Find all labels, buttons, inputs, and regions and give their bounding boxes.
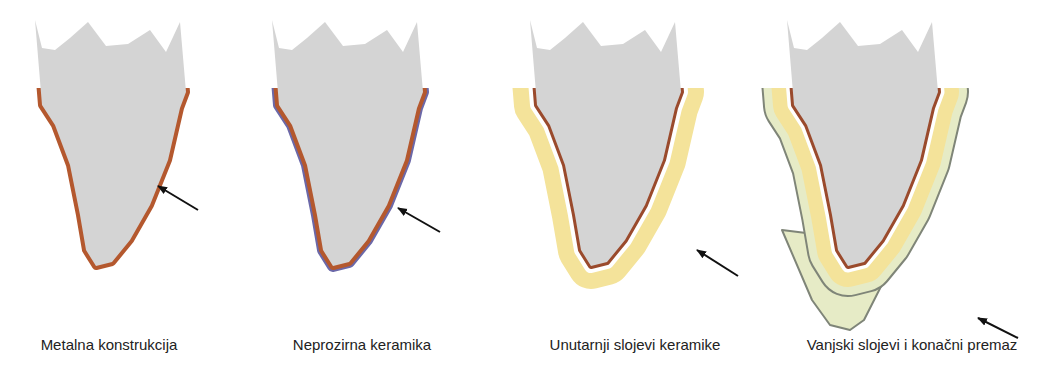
tooth-metal <box>35 20 186 266</box>
caption-label: Unutarnji slojevi keramike <box>550 336 721 354</box>
tooth-opaque <box>272 20 423 266</box>
caption-label: Neprozirna keramika <box>293 336 431 354</box>
pointer-arrow <box>398 208 440 232</box>
pointer-arrow <box>158 186 198 210</box>
caption-label: Metalna konstrukcija <box>41 336 178 354</box>
tooth-inner-layers <box>530 20 681 266</box>
pointer-arrow <box>978 318 1018 338</box>
caption-label: Vanjski slojevi i konačni premaz <box>807 336 1018 354</box>
pointer-arrow <box>697 250 738 276</box>
tooth-outer-layers <box>782 20 938 330</box>
